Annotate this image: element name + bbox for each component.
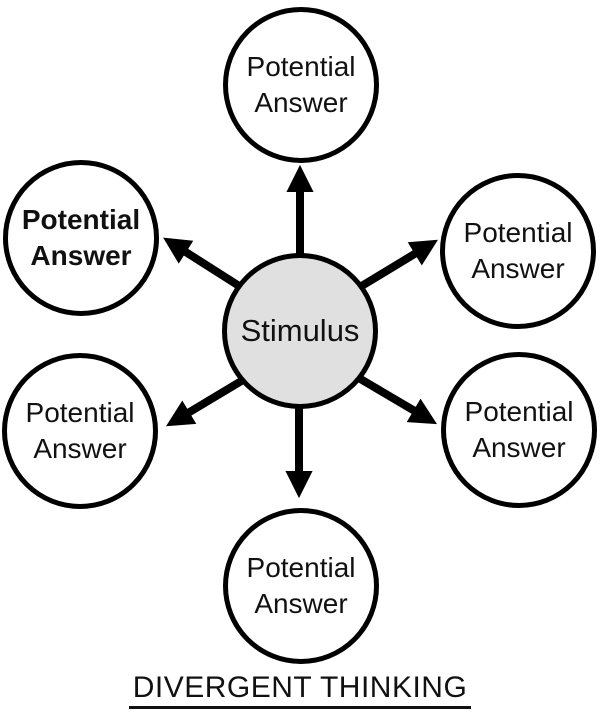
node-potential-answer-top: Potential Answer (223, 7, 379, 163)
node-label-line2: Answer (471, 253, 565, 284)
node-potential-answer-bottom-right: Potential Answer (441, 352, 597, 508)
diagram-title-container: DIVERGENT THINKING (0, 672, 600, 709)
arrow-upper-right (352, 239, 438, 294)
node-label-line2: Answer (472, 432, 566, 463)
node-label-line2: Answer (33, 433, 127, 464)
diagram-title: DIVERGENT THINKING (128, 672, 472, 709)
node-label-line1: Potential (463, 217, 573, 248)
arrow-lower-right (349, 370, 438, 425)
node-label-line2: Answer (254, 588, 348, 619)
node-potential-answer-bottom: Potential Answer (223, 508, 379, 664)
node-label-line1: Potential (21, 204, 141, 235)
arrow-lower-left (166, 373, 251, 427)
node-label-line2: Answer (30, 240, 132, 271)
node-potential-answer-top-right: Potential Answer (440, 173, 596, 329)
node-label-line1: Potential (246, 51, 356, 82)
node-potential-answer-top-left: Potential Answer (3, 160, 159, 316)
node-label-line1: Potential (464, 396, 574, 427)
stimulus-label: Stimulus (240, 313, 360, 348)
node-label-line1: Potential (246, 552, 356, 583)
node-label-line2: Answer (254, 87, 348, 118)
node-stimulus: Stimulus (222, 253, 378, 409)
node-potential-answer-bottom-left: Potential Answer (2, 353, 158, 509)
node-label-line1: Potential (25, 397, 135, 428)
arrow-upper-left (163, 237, 250, 295)
